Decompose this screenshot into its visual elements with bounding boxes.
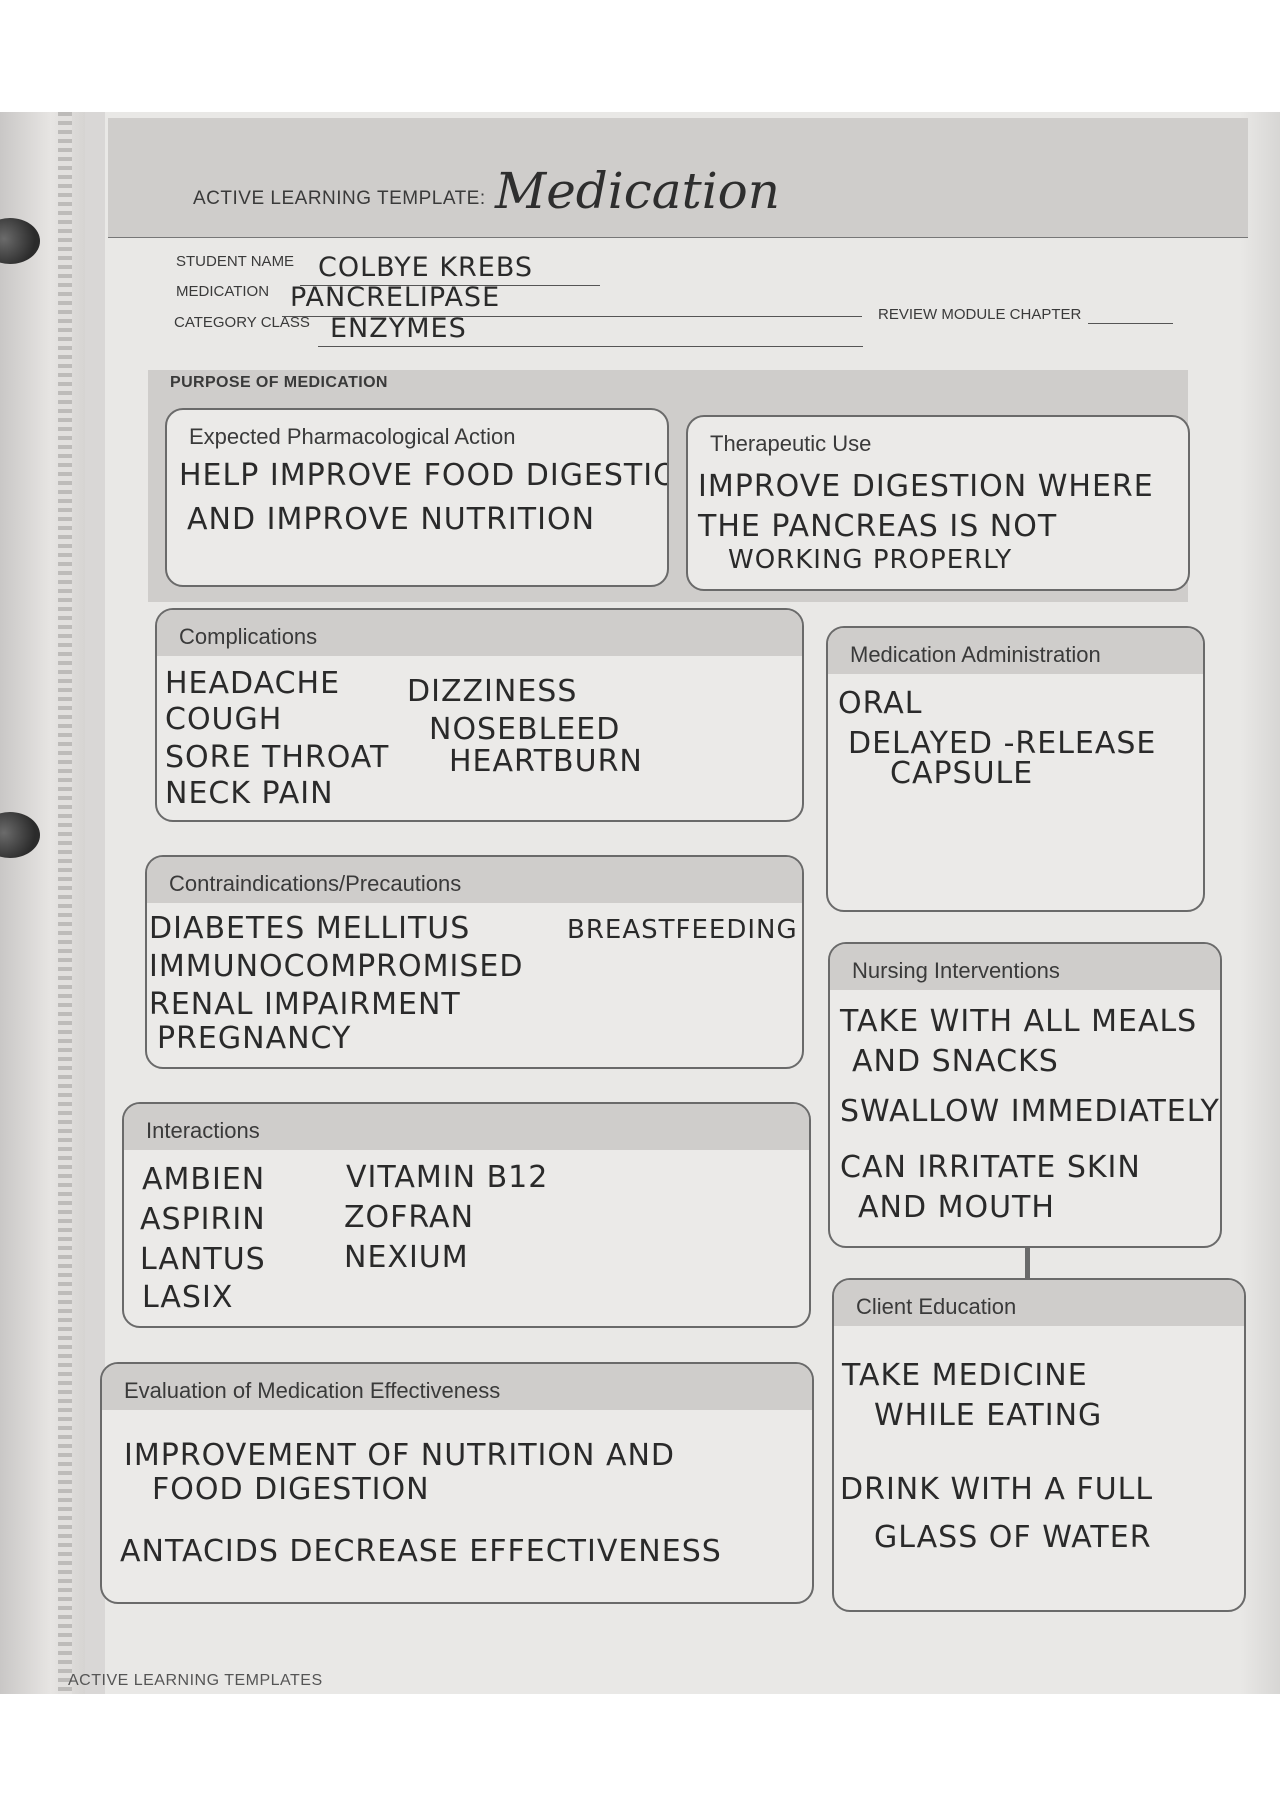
contraindications-header: [147, 857, 802, 903]
student-name-line: [300, 285, 600, 286]
purpose-label: PURPOSE OF MEDICATION: [170, 374, 388, 391]
nursing-interventions-header: [830, 944, 1220, 990]
complications-title: Complications: [179, 624, 318, 649]
administration-line-3: CAPSULE: [890, 756, 1034, 791]
nursing-line-1: TAKE WITH ALL MEALS: [840, 1004, 1198, 1039]
nursing-interventions-title: Nursing Interventions: [852, 958, 1060, 983]
complications-box: Complications HEADACHE COUGH SORE THROAT…: [155, 608, 804, 822]
interaction-item: LANTUS: [140, 1242, 266, 1277]
interactions-header: [124, 1104, 809, 1150]
expected-action-line-2: AND IMPROVE NUTRITION: [187, 502, 596, 537]
nursing-line-4: CAN IRRITATE SKIN: [840, 1150, 1141, 1185]
therapeutic-use-line-1: IMPROVE DIGESTION WHERE: [698, 469, 1154, 504]
contraindication-item: PREGNANCY: [157, 1021, 352, 1056]
nursing-line-2: AND SNACKS: [852, 1044, 1059, 1079]
student-name-label: STUDENT NAME: [176, 253, 295, 270]
interaction-item: VITAMIN B12: [346, 1160, 549, 1195]
category-class-line: [318, 346, 863, 347]
nursing-line-5: AND MOUTH: [858, 1190, 1055, 1225]
administration-title: Medication Administration: [850, 642, 1101, 667]
interactions-title: Interactions: [146, 1118, 260, 1143]
client-education-header: [834, 1280, 1244, 1326]
page-shadow: [1240, 112, 1280, 1694]
category-class-label: CATEGORY CLASS: [174, 314, 310, 331]
client-education-line-3: DRINK WITH A FULL: [840, 1472, 1154, 1507]
binder-spine: [0, 112, 85, 1694]
contraindications-box: Contraindications/Precautions DIABETES M…: [145, 855, 804, 1069]
complication-item: HEADACHE: [165, 666, 341, 701]
complication-item: SORE THROAT: [165, 740, 390, 775]
evaluation-line-3: ANTACIDS DECREASE EFFECTIVENESS: [120, 1534, 722, 1569]
therapeutic-use-title: Therapeutic Use: [710, 431, 872, 456]
header-band: [108, 118, 1248, 238]
expected-action-box: Expected Pharmacological Action HELP IMP…: [165, 408, 669, 587]
connector-line: [1025, 1248, 1030, 1278]
interaction-item: LASIX: [142, 1280, 234, 1315]
contraindication-item: RENAL IMPAIRMENT: [149, 987, 461, 1022]
interactions-box: Interactions AMBIEN ASPIRIN LANTUS LASIX…: [122, 1102, 811, 1328]
evaluation-box: Evaluation of Medication Effectiveness I…: [100, 1362, 814, 1604]
medication-value: PANCRELIPASE: [290, 282, 501, 313]
interaction-item: NEXIUM: [344, 1240, 469, 1275]
review-module-label: REVIEW MODULE CHAPTER: [878, 306, 1082, 323]
page-title: Medication: [495, 162, 780, 220]
complication-item: COUGH: [165, 702, 283, 737]
nursing-interventions-box: Nursing Interventions TAKE WITH ALL MEAL…: [828, 942, 1222, 1248]
client-education-box: Client Education TAKE MEDICINE WHILE EAT…: [832, 1278, 1246, 1612]
complication-item: NECK PAIN: [165, 776, 334, 811]
complication-item: NOSEBLEED: [429, 712, 621, 747]
medication-label: MEDICATION: [176, 283, 270, 300]
evaluation-line-2: FOOD DIGESTION: [152, 1472, 430, 1507]
interaction-item: ZOFRAN: [344, 1200, 475, 1235]
client-education-line-4: GLASS OF WATER: [874, 1520, 1152, 1555]
template-label: ACTIVE LEARNING TEMPLATE:: [193, 188, 486, 209]
client-education-line-2: WHILE EATING: [874, 1398, 1103, 1433]
evaluation-header: [102, 1364, 812, 1410]
interaction-item: AMBIEN: [142, 1162, 266, 1197]
evaluation-title: Evaluation of Medication Effectiveness: [124, 1378, 501, 1403]
administration-box: Medication Administration ORAL DELAYED -…: [826, 626, 1205, 912]
administration-line-1: ORAL: [838, 686, 923, 721]
administration-line-2: DELAYED -RELEASE: [848, 726, 1157, 761]
client-education-line-1: TAKE MEDICINE: [842, 1358, 1088, 1393]
contraindication-item: BREASTFEEDING: [567, 915, 798, 945]
administration-header: [828, 628, 1203, 674]
complication-item: DIZZINESS: [407, 674, 578, 709]
medication-line: [282, 316, 862, 317]
client-education-title: Client Education: [856, 1294, 1017, 1319]
footer-label: ACTIVE LEARNING TEMPLATES: [68, 1672, 323, 1689]
interaction-item: ASPIRIN: [140, 1202, 266, 1237]
review-module-line: [1088, 323, 1173, 324]
expected-action-title: Expected Pharmacological Action: [189, 424, 516, 449]
nursing-line-3: SWALLOW IMMEDIATELY: [840, 1094, 1220, 1129]
contraindications-title: Contraindications/Precautions: [169, 871, 462, 896]
contraindication-item: DIABETES MELLITUS: [149, 911, 471, 946]
header-rule: [108, 237, 1248, 238]
expected-action-line-1: HELP IMPROVE FOOD DIGESTION: [179, 458, 669, 493]
evaluation-line-1: IMPROVEMENT OF NUTRITION AND: [124, 1438, 676, 1473]
complications-header: [157, 610, 802, 656]
category-class-value: ENZYMES: [330, 313, 467, 344]
complication-item: HEARTBURN: [449, 744, 643, 779]
student-name-value: COLBYE KREBS: [318, 252, 534, 283]
contraindication-item: IMMUNOCOMPROMISED: [149, 949, 524, 984]
therapeutic-use-line-3: WORKING PROPERLY: [728, 545, 1013, 575]
therapeutic-use-box: Therapeutic Use IMPROVE DIGESTION WHERE …: [686, 415, 1190, 591]
sheet-protector-edge: [58, 112, 72, 1694]
therapeutic-use-line-2: THE PANCREAS IS NOT: [698, 509, 1058, 544]
